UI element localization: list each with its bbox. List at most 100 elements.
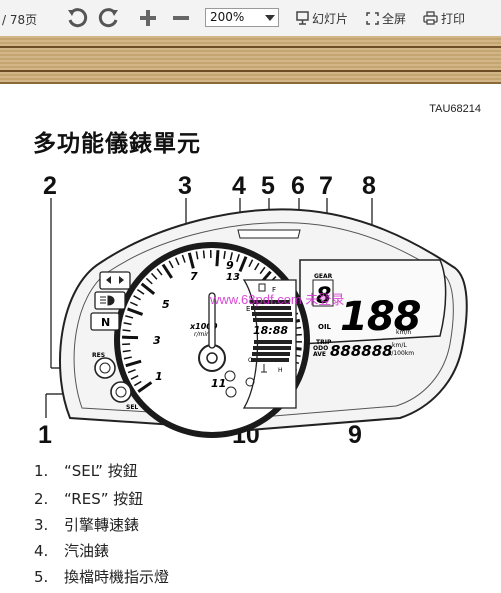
tach-unit-bottom: r/min (194, 331, 210, 338)
tach-tick (174, 257, 180, 266)
list-item-text: “RES” 按鈕 (64, 490, 144, 508)
tach-number: 1 (155, 370, 163, 383)
tach-tick (127, 307, 144, 316)
abs-lamp-icon (225, 386, 237, 398)
tach-tick (140, 282, 156, 296)
tach-tick (202, 250, 206, 259)
list-item-number: 5. (34, 568, 49, 586)
tach-unit-top: x1000 (189, 322, 218, 331)
tach-tick (123, 356, 132, 360)
neutral-lamp (90, 312, 120, 331)
redo-icon (98, 8, 118, 28)
tach-number: 7 (190, 270, 198, 283)
slideshow-icon (296, 11, 309, 25)
zoom-value: 200% (210, 10, 245, 24)
zoom-select[interactable]: 200% (205, 8, 279, 27)
turn-signal-icon (106, 276, 124, 284)
callout-2: 2 (43, 172, 57, 200)
gear-box (312, 279, 334, 307)
slideshow-button[interactable]: 幻灯片 (296, 8, 348, 28)
tach-tick (122, 329, 131, 332)
undo-icon (68, 8, 88, 28)
tach-tick (145, 277, 153, 285)
tach-tick (215, 250, 220, 267)
shift-light (237, 229, 301, 239)
tach-tick (259, 266, 266, 275)
tach-tick (127, 368, 136, 374)
tach-tick (195, 251, 199, 260)
gear-label: GEAR (314, 273, 333, 280)
print-label: 打印 (441, 11, 466, 26)
neutral-label: N (101, 316, 110, 329)
speed-unit: km/h (396, 329, 411, 336)
fuel-pump-icon (258, 283, 266, 292)
tach-tick (254, 262, 260, 271)
res-label: RES (92, 352, 105, 359)
temp-cold-label: C (248, 357, 252, 364)
warning-lamp-icon (224, 370, 236, 382)
zoom-out-button[interactable] (171, 8, 194, 28)
tach-tick (168, 260, 174, 269)
tach-tick (122, 349, 131, 353)
tach-tick (136, 289, 145, 295)
tach-tick (133, 380, 142, 387)
fuel-full-label: F (272, 286, 276, 294)
sel-button[interactable] (110, 381, 132, 403)
tach-tick (150, 272, 158, 280)
fuel-economy-unit-top: km/L (392, 342, 407, 349)
engine-lamp-icon (245, 377, 255, 387)
zoom-out-icon (173, 16, 189, 20)
clock-display: 18:88 (253, 324, 288, 337)
tach-tick (125, 315, 134, 319)
callout-6: 6 (291, 172, 305, 200)
chevron-down-icon (265, 15, 275, 21)
fuel-empty-label: E (246, 305, 250, 313)
tach-tick (161, 263, 173, 279)
fullscreen-icon (366, 11, 379, 25)
lcd-panel (299, 259, 447, 345)
tach-number: 3 (153, 334, 161, 347)
tach-tick (137, 381, 153, 393)
callout-3: 3 (178, 172, 192, 200)
tach-needle (208, 292, 216, 349)
header-band (0, 36, 501, 84)
callout-9: 9 (348, 421, 362, 449)
odometer-display: 888888 (330, 342, 393, 360)
callout-7: 7 (319, 172, 333, 200)
zoom-in-icon (140, 10, 156, 26)
callout-1: 1 (38, 421, 52, 449)
sel-label: SEL (126, 404, 138, 411)
list-item-text: 汽油錶 (64, 542, 110, 560)
res-button[interactable] (94, 357, 116, 379)
fullscreen-label: 全屏 (382, 11, 407, 26)
fullscreen-button[interactable]: 全屏 (366, 8, 406, 28)
tach-number: 13 (226, 272, 240, 283)
redo-button[interactable] (98, 8, 123, 28)
tach-tick (156, 268, 163, 276)
list-item-text: 引擎轉速錶 (64, 516, 140, 534)
speed-display: 188 (340, 294, 421, 340)
pdf-toolbar: / 78页 200% 幻灯片 全屏 (0, 0, 501, 37)
list-item-number: 4. (34, 542, 49, 560)
turn-signal-lamp (99, 271, 131, 290)
list-item: 2. “RES” 按鈕 (34, 488, 143, 509)
tach-number: 5 (162, 298, 170, 311)
list-item: 5. 換檔時機指示燈 (34, 566, 169, 587)
list-item-number: 2. (34, 490, 49, 508)
temp-hot-label: H (278, 367, 283, 374)
list-item-text: 換檔時機指示燈 (64, 568, 170, 586)
doc-code: TAU68214 (429, 103, 481, 115)
undo-button[interactable] (66, 8, 91, 28)
fuel-economy-unit-bottom: L/100km (388, 350, 414, 357)
tach-tick (129, 301, 138, 307)
zoom-in-button[interactable] (138, 8, 161, 28)
list-item-text: “SEL” 按鈕 (64, 462, 138, 480)
temp-bars (251, 340, 292, 362)
oil-label: OIL (318, 323, 332, 331)
tach-tick (125, 359, 142, 368)
tach-tick (181, 254, 186, 263)
tach-tick (223, 250, 226, 259)
callout-4: 4 (232, 172, 246, 200)
slideshow-label: 幻灯片 (312, 11, 349, 26)
print-button[interactable]: 打印 (423, 8, 465, 28)
